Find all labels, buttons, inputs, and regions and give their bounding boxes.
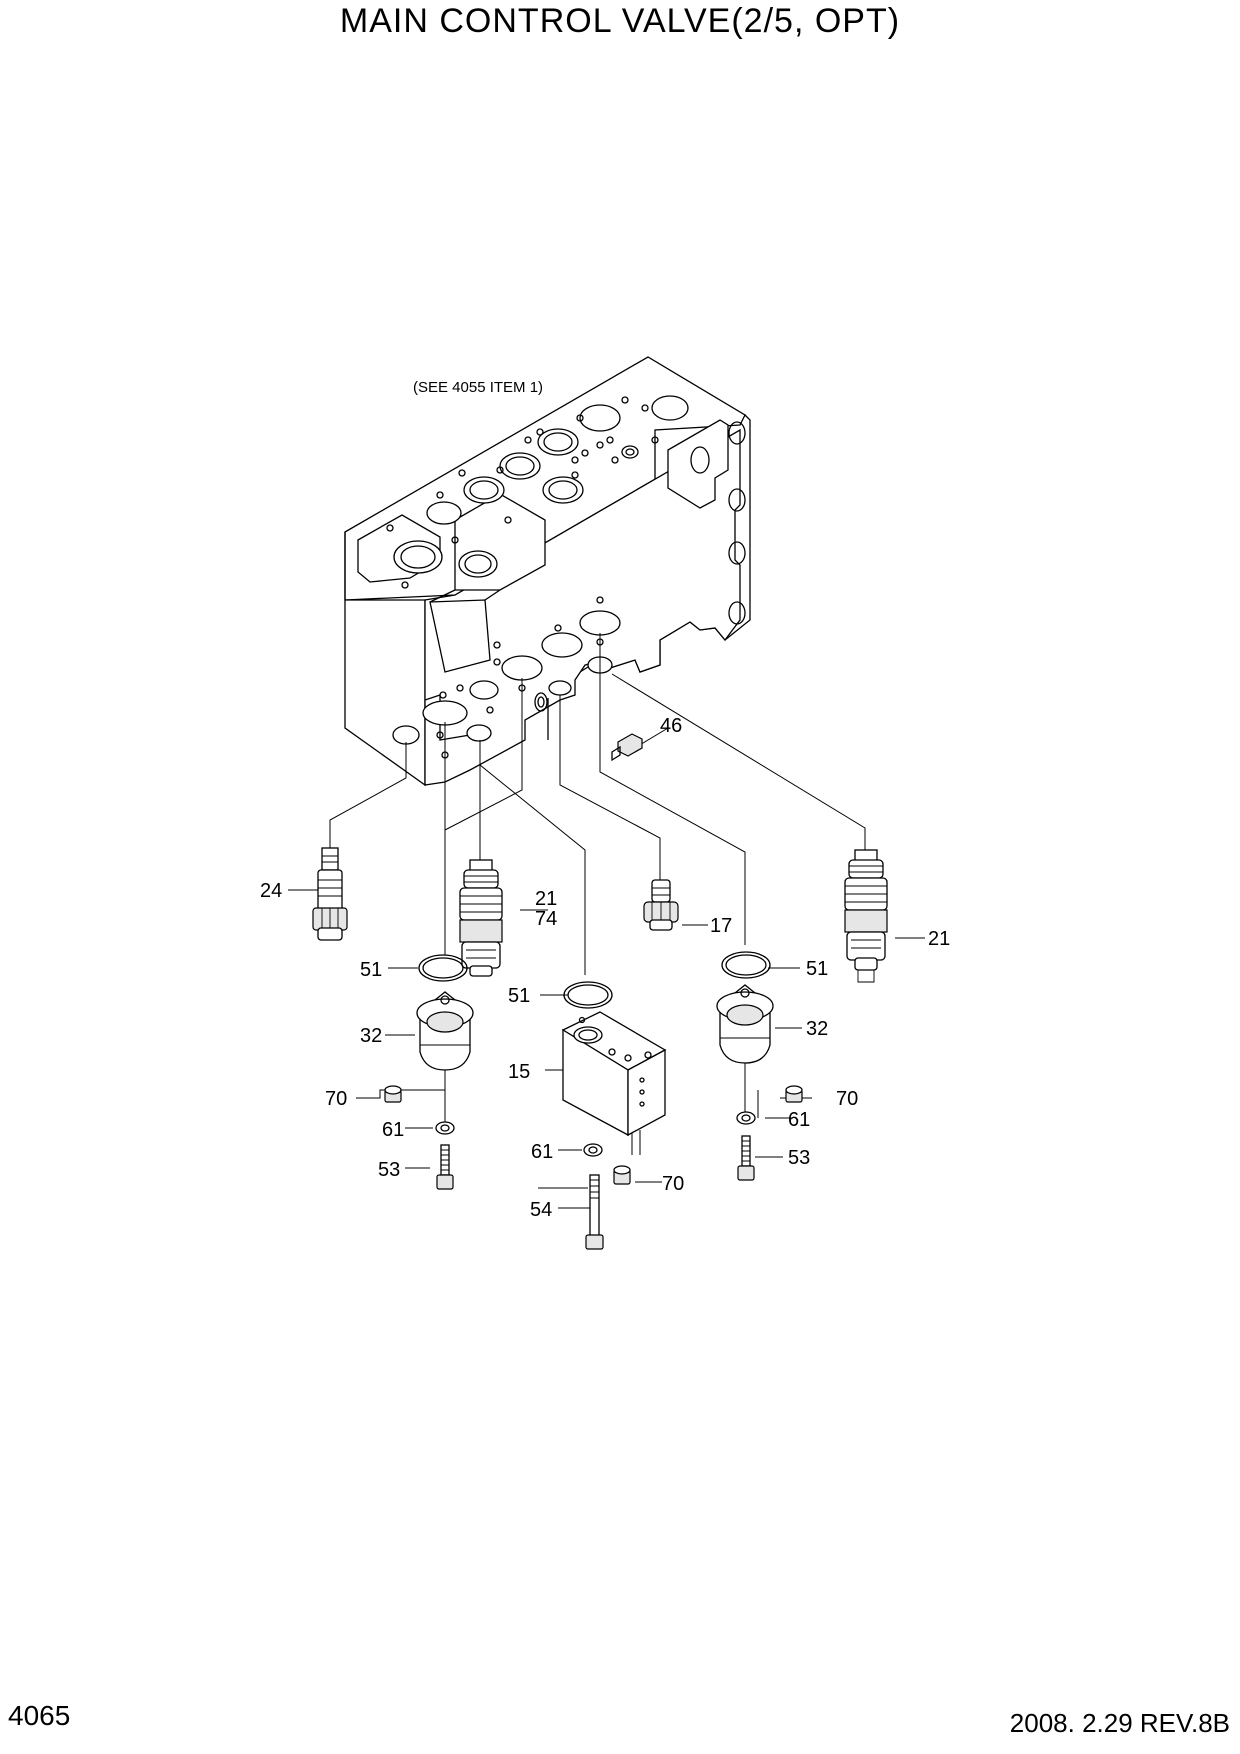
part-24-relief-valve (312, 847, 348, 941)
part-61-washers (435, 1111, 756, 1157)
callout-51-left: 51 (360, 959, 382, 981)
callout-15: 15 (508, 1061, 530, 1083)
part-53-bolts (436, 1135, 755, 1190)
part-51-o-rings (418, 951, 771, 1009)
callout-61-right: 61 (788, 1109, 810, 1131)
part-21-relief-valve-left (459, 859, 503, 977)
reference-note: (SEE 4055 ITEM 1) (413, 379, 543, 396)
callout-51-center: 51 (508, 985, 530, 1007)
part-32-cover-left (416, 991, 474, 1071)
callout-53-left: 53 (378, 1159, 400, 1181)
part-32-cover-right (716, 984, 774, 1064)
callout-54: 54 (530, 1199, 552, 1221)
part-70-screws (384, 1085, 803, 1185)
callout-46: 46 (660, 715, 682, 737)
part-21-relief-valve-right (844, 849, 888, 983)
part-15-manifold-block (561, 1011, 667, 1137)
callout-53-right: 53 (788, 1147, 810, 1169)
revision-date: 2008. 2.29 REV.8B (1009, 1708, 1230, 1738)
leader-lines (288, 633, 925, 1209)
callout-24: 24 (260, 880, 282, 902)
callout-21: 21 (535, 888, 557, 910)
part-46-plug (611, 733, 643, 762)
callout-21-right: 21 (928, 928, 950, 950)
callout-61-center: 61 (531, 1141, 553, 1163)
callout-70-left: 70 (325, 1088, 347, 1110)
page-title: MAIN CONTROL VALVE(2/5, OPT) (339, 2, 901, 40)
callout-74: 74 (535, 908, 557, 930)
part-17-plug (643, 879, 679, 931)
part-54-bolt (585, 1174, 604, 1250)
page-number: 4065 (8, 1700, 71, 1731)
callout-17: 17 (710, 915, 732, 937)
callouts: 46 24 21 74 17 21 51 51 51 32 32 15 70 7… (260, 715, 950, 1221)
callout-70-center: 70 (662, 1173, 684, 1195)
callout-32-right: 32 (806, 1018, 828, 1040)
valve-body (344, 356, 751, 787)
callout-70-right: 70 (836, 1088, 858, 1110)
callout-32-left: 32 (360, 1025, 382, 1047)
callout-61-left: 61 (382, 1119, 404, 1141)
callout-51-right: 51 (806, 958, 828, 980)
